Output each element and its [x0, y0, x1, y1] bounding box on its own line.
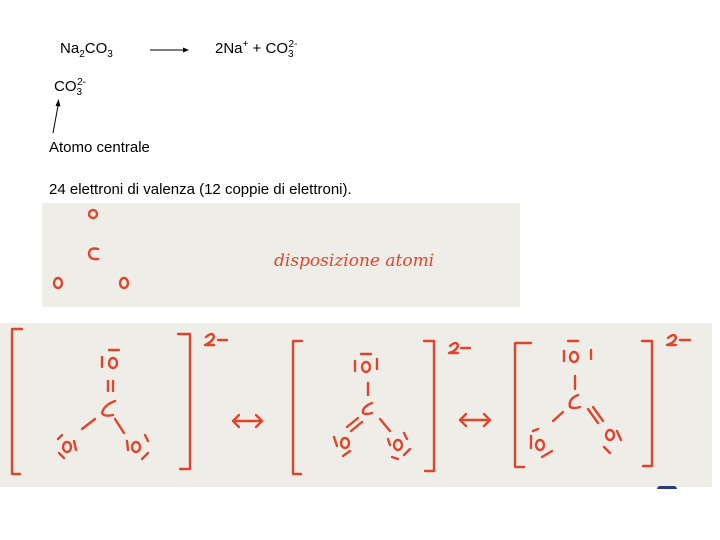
product-na-charge: + — [242, 39, 249, 50]
blue-marker-artifact — [657, 486, 677, 489]
reactant-sub-co: 3 — [107, 49, 113, 60]
atom-arrangement-drawing: disposizione atomi — [52, 208, 434, 290]
resonance-structure-1 — [10, 327, 229, 476]
ion-charge: 2- — [77, 77, 86, 88]
arrangement-caption: disposizione atomi — [274, 251, 434, 271]
central-atom-label: Atomo centrale — [49, 139, 150, 156]
reactant-co: CO — [84, 40, 108, 57]
reactant-formula: Na2CO3 — [60, 40, 113, 60]
resonance-structures-photo — [0, 323, 712, 487]
resonance-structure-2 — [291, 339, 472, 476]
carbonate-ion-label: CO32- — [54, 77, 86, 98]
resonance-arrow-2-icon — [458, 412, 492, 428]
product-co-charge: 2- — [288, 39, 298, 50]
product-co: CO — [265, 40, 288, 57]
atom-arrangement-photo: disposizione atomi — [42, 203, 520, 307]
plus-sign: + — [248, 40, 266, 57]
resonance-structure-3 — [513, 333, 692, 469]
product-co-sub: 3 — [287, 49, 294, 60]
product-na: 2Na — [215, 40, 243, 57]
resonance-drawing — [10, 327, 692, 476]
resonance-arrow-1-icon — [231, 413, 264, 429]
ion-base: CO — [54, 78, 77, 95]
reactant-na: Na — [60, 40, 80, 57]
reactant-sub-na: 2 — [79, 49, 85, 60]
ion-sub: 3 — [76, 87, 83, 98]
valence-electrons-text: 24 elettroni di valenza (12 coppie di el… — [49, 181, 352, 198]
products-formula: 2Na+ + CO32- — [215, 39, 298, 60]
